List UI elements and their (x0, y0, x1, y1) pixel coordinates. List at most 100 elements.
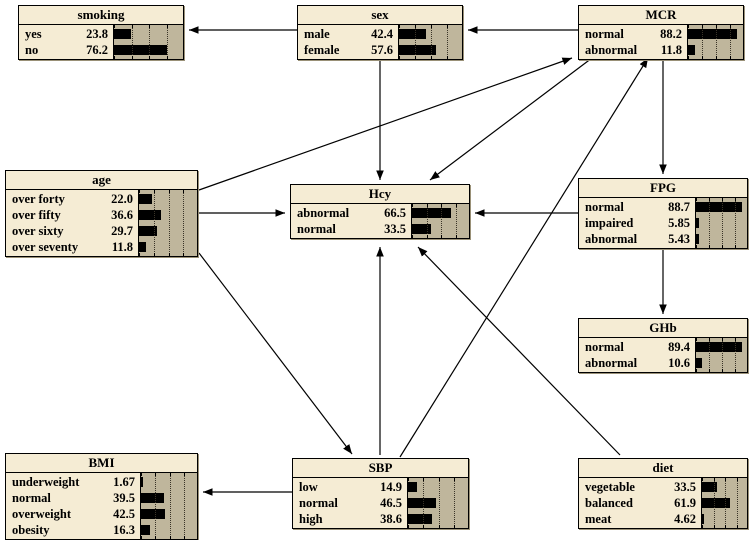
state-label: abnormal (585, 232, 638, 246)
bar-tick (713, 478, 715, 481)
probability-bar (141, 506, 197, 522)
bar-gridline (453, 478, 456, 528)
bar-tick (747, 198, 748, 201)
bar-tick (455, 235, 457, 238)
state-label: normal (585, 27, 624, 41)
bar-tick (730, 25, 731, 28)
bar-tick (735, 369, 736, 372)
bar-tick (722, 198, 723, 201)
bar-tick (709, 245, 710, 248)
edge-age-to-MCR (198, 57, 573, 191)
probability-bar (412, 221, 469, 237)
state-value: 61.9 (674, 496, 696, 510)
node-title-BMI: BMI (6, 454, 197, 473)
bar-chart-sex (398, 25, 463, 59)
probability-bar (702, 511, 747, 527)
bar-tick (183, 253, 185, 256)
node-title-Hcy: Hcy (291, 185, 469, 204)
bar-tick (469, 204, 470, 207)
state-label: male (304, 27, 330, 41)
probability-bar-fill (399, 29, 427, 39)
bar-gridline (131, 25, 134, 59)
bar-tick (423, 478, 425, 481)
bar-tick (462, 56, 463, 59)
bar-gridline (441, 204, 443, 238)
bar-gridline (426, 204, 429, 238)
state-label: female (304, 43, 340, 57)
state-label: abnormal (297, 206, 350, 220)
bar-tick (399, 56, 400, 59)
probability-bar (139, 207, 197, 223)
state-value: 1.67 (113, 475, 135, 489)
probability-bar-fill (696, 234, 699, 244)
bar-gridline (722, 338, 724, 372)
bar-gridline (736, 478, 739, 528)
state-row[interactable]: female 57.6 (298, 42, 398, 58)
bar-gridline (153, 190, 156, 256)
probability-bar (141, 490, 197, 506)
bar-tick (153, 253, 155, 256)
node-title-GHb: GHb (579, 319, 747, 338)
probability-bar-fill (139, 226, 157, 236)
probability-bar (702, 479, 747, 495)
bar-tick (438, 525, 440, 528)
bar-tick (183, 536, 185, 539)
state-value: 14.9 (380, 480, 402, 494)
bar-tick (183, 25, 184, 28)
probability-bar-fill (141, 525, 151, 535)
state-label: yes (25, 27, 42, 41)
state-label: vegetable (585, 480, 635, 494)
bar-tick (735, 338, 736, 341)
state-label: over fifty (12, 208, 61, 222)
bar-tick (431, 25, 432, 28)
state-value: 57.6 (371, 43, 393, 57)
probability-bar-fill (702, 482, 718, 492)
bar-tick (426, 204, 428, 207)
bar-tick (688, 56, 689, 59)
